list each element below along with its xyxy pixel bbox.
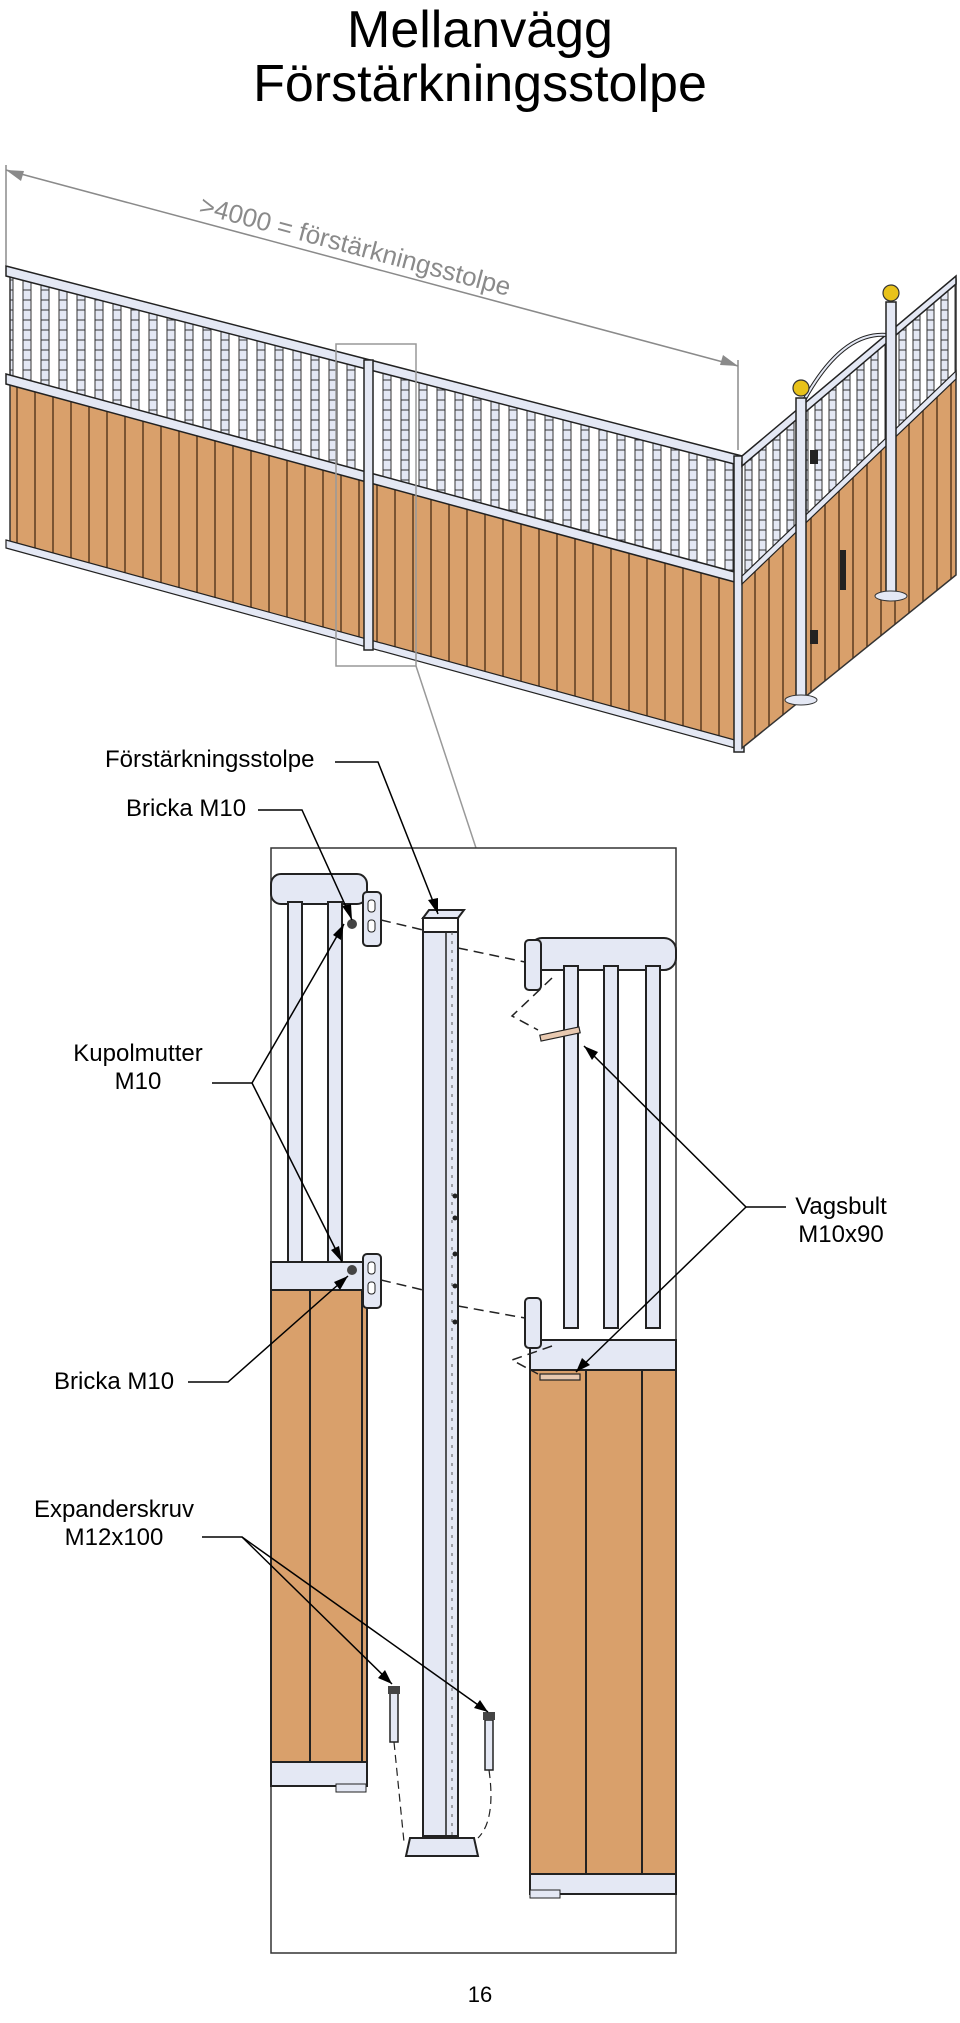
dimension-line (5, 165, 739, 450)
alignment-lines (380, 919, 553, 1375)
label-expansion-screw-line2: M12x100 (64, 1524, 164, 1551)
label-dome-nut-line1: Kupolmutter (73, 1040, 203, 1067)
page-number: 16 (467, 1982, 493, 2007)
label-expansion-screw-line1: Expanderskruv (33, 1496, 195, 1523)
reinforcement-post (404, 909, 480, 1857)
label-dome-nut: Kupolmutter M10 (60, 1040, 216, 1096)
label-carriage-bolt-line1: Vagsbult (795, 1193, 887, 1220)
dimension-label: >4000 = förstärkningsstolpe (196, 190, 514, 302)
label-carriage-bolt: Vagsbult M10x90 (782, 1193, 900, 1249)
label-washer-top: Bricka M10 (126, 795, 247, 822)
page-title-line1: Mellanvägg (347, 1, 613, 59)
expansion-screws (388, 1686, 495, 1843)
label-expansion-screw: Expanderskruv M12x100 (22, 1496, 206, 1552)
callout-leaders (188, 761, 786, 1713)
detail-left-wall (270, 873, 382, 1793)
detail-highlight-box (335, 343, 417, 667)
label-carriage-bolt-line2: M10x90 (798, 1221, 884, 1248)
page-title-line2: Förstärkningsstolpe (253, 55, 707, 113)
label-reinforcement-post: Förstärkningsstolpe (105, 746, 315, 773)
overview-wall (5, 265, 957, 753)
label-washer-bottom: Bricka M10 (54, 1368, 175, 1395)
label-dome-nut-line2: M10 (114, 1068, 162, 1095)
